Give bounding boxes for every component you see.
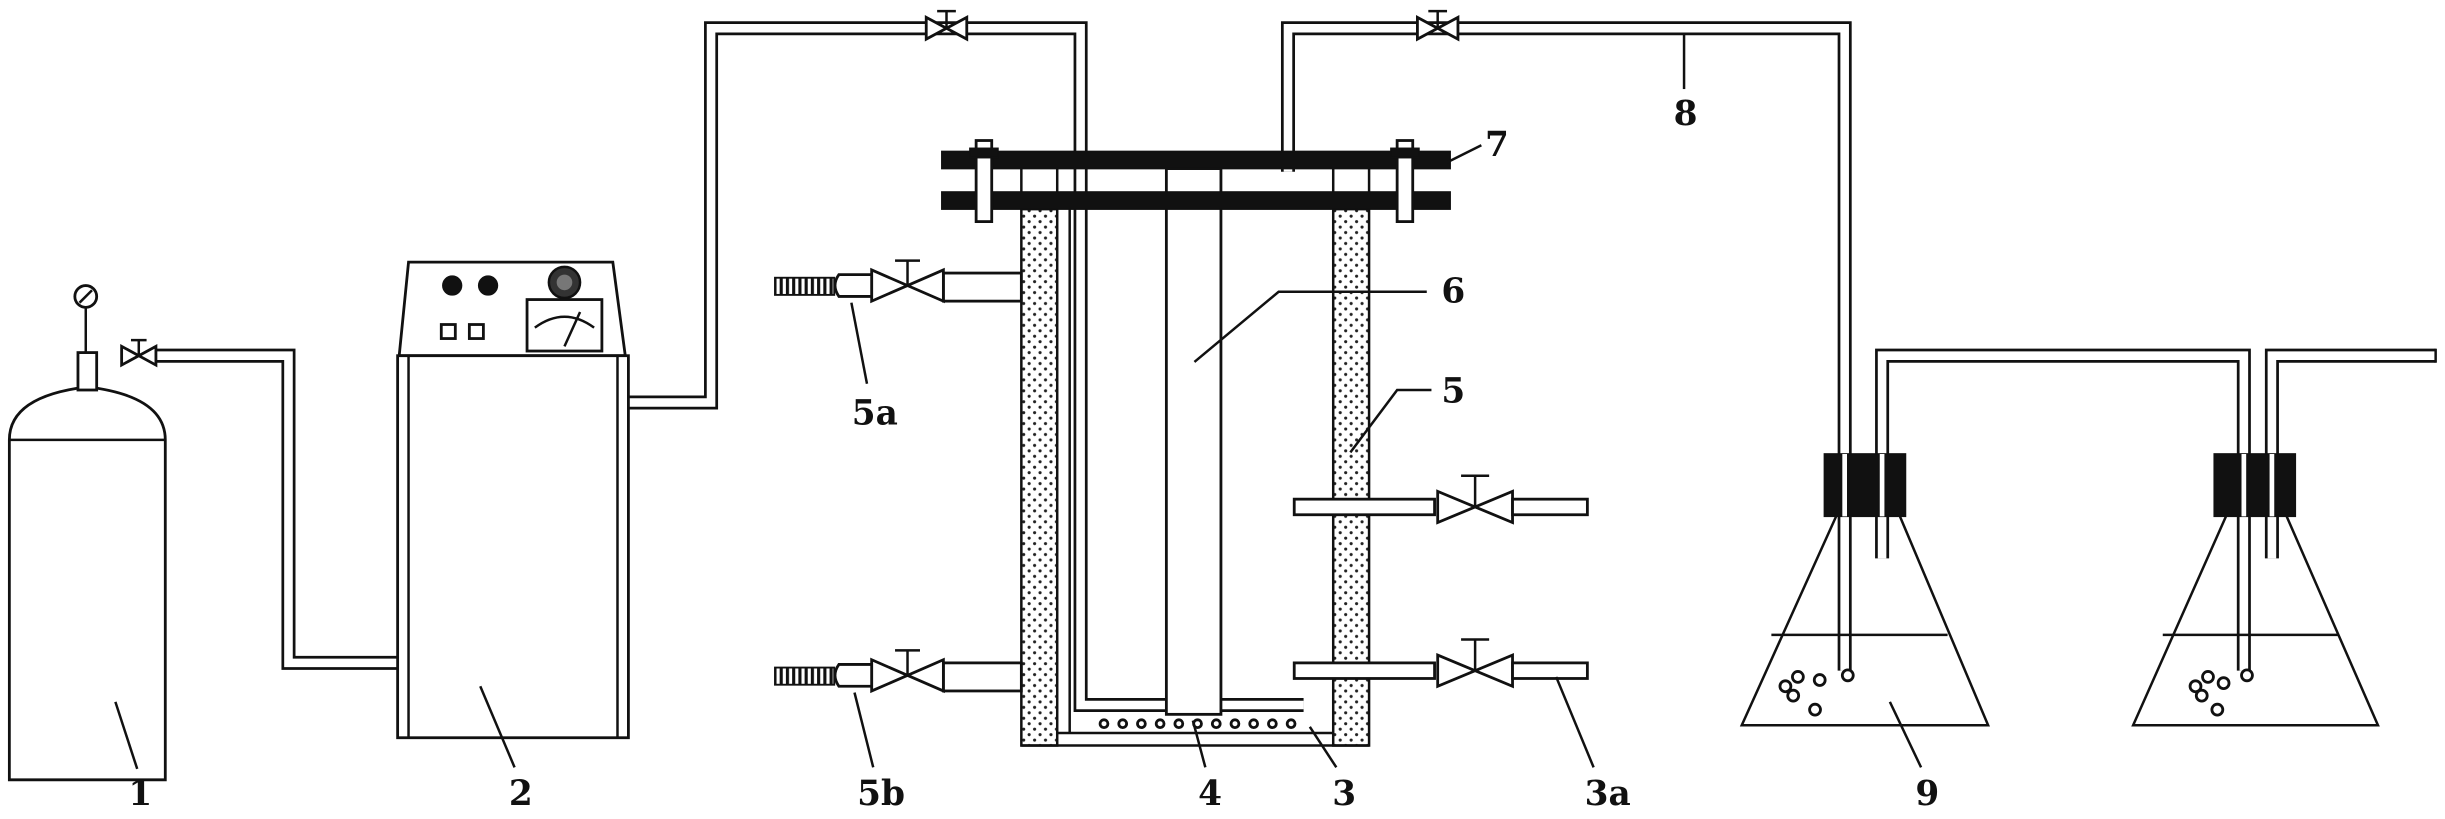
pipe-valve-inlet	[924, 9, 969, 42]
label-1: 1	[128, 774, 152, 814]
flange	[941, 139, 1451, 224]
label-5b: 5b	[857, 774, 905, 814]
pipe-valve-outlet	[1416, 9, 1460, 42]
switch-icon	[439, 323, 457, 340]
reactor	[774, 139, 1589, 747]
label-4: 4	[1198, 774, 1222, 814]
cylinder-valve	[120, 338, 158, 368]
label-3a: 3a	[1585, 774, 1631, 814]
flow-meter-icon	[525, 265, 604, 353]
stopper	[1823, 453, 1907, 518]
label-6: 6	[1441, 272, 1465, 312]
bolt-icon	[974, 139, 994, 224]
filter-coil	[774, 666, 836, 686]
reactor-jacket-left	[1020, 207, 1059, 747]
central-electrode	[1164, 167, 1223, 716]
filter-coil	[774, 276, 836, 296]
label-2: 2	[509, 774, 533, 814]
label-5a: 5a	[852, 393, 898, 433]
part-labels: 1 2 5a 5b 4 3 3a 9 6 5 7 8	[128, 94, 1939, 814]
port-5b	[774, 649, 1023, 694]
stopper	[2213, 453, 2297, 518]
pipe-flask-to-flask	[1875, 348, 2251, 671]
bolt-icon	[1395, 139, 1415, 224]
gas-distributor	[1098, 718, 1297, 730]
switch-icon	[467, 323, 485, 340]
port-right-upper	[1292, 474, 1589, 525]
wash-flask-2	[2131, 453, 2380, 727]
label-9: 9	[1915, 774, 1939, 814]
label-5: 5	[1441, 371, 1465, 411]
knob-icon	[477, 275, 499, 296]
knob-icon	[442, 275, 463, 296]
label-8: 8	[1674, 94, 1698, 134]
gas-cylinder	[7, 284, 167, 782]
label-3: 3	[1332, 774, 1356, 814]
pipe-reactor-outlet	[1280, 21, 1852, 671]
port-3a	[1292, 638, 1589, 689]
port-5a	[774, 259, 1023, 304]
pipe-cylinder-to-controller	[149, 348, 400, 670]
label-7: 7	[1485, 125, 1509, 165]
leader-lines	[114, 34, 1923, 770]
pipe-exhaust	[2264, 348, 2436, 559]
gas-controller	[396, 260, 630, 740]
wash-flask-1	[1739, 453, 1991, 727]
